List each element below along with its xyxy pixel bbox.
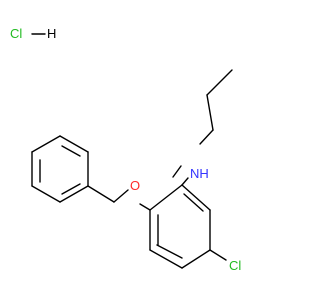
c-cl-bond	[209, 249, 227, 261]
ring-bond-3	[181, 249, 211, 269]
chlorine-label: Cl	[229, 258, 241, 273]
salt-chlorine-label: Cl	[10, 26, 22, 41]
ch2-linker-bond	[181, 177, 189, 186]
salt-hydrogen-label: H	[47, 26, 56, 41]
ring-double-2	[156, 244, 183, 259]
benzyl-bond-7	[59, 185, 89, 203]
ring-bond-4	[149, 249, 183, 269]
o-ch2-bond	[113, 189, 129, 203]
ring-bond-6	[149, 184, 183, 211]
ring-bond-1	[181, 184, 211, 211]
ring-double-1	[183, 193, 204, 212]
benzyl-ring	[31, 135, 115, 203]
butyl-bond-3	[199, 129, 214, 145]
nh-label-bg	[188, 165, 214, 181]
molecule-drawing: Cl H NH Cl	[10, 26, 241, 273]
butyl-bond-1	[206, 69, 233, 96]
benzyl-double-3	[61, 183, 81, 195]
butyl-bond-2	[206, 94, 214, 131]
benzyl-bond-6	[31, 185, 61, 203]
o-ring-bond	[139, 203, 151, 211]
oxygen-label: O	[130, 178, 140, 193]
chlorophenyl-ring	[149, 184, 227, 269]
butyl-chain	[172, 69, 233, 178]
salt-group: Cl H	[10, 26, 56, 41]
benzyl-bond-4	[31, 135, 61, 153]
benzyl-bond-1	[87, 185, 115, 203]
nh-to-butyl-bond	[172, 165, 182, 178]
benzyl-double-1	[61, 145, 81, 157]
amine-label: NH	[190, 166, 209, 181]
structure-canvas: Cl H NH Cl	[10, 26, 241, 273]
benzyl-bond-3	[59, 135, 89, 153]
